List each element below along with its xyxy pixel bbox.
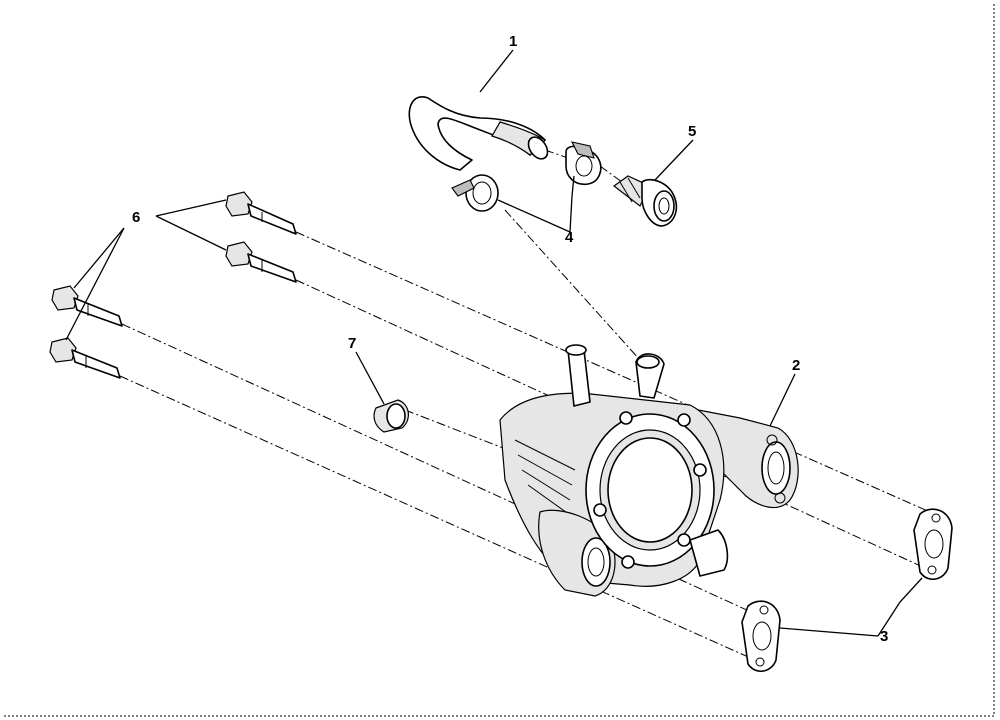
callout-6: 6 bbox=[132, 209, 140, 226]
bolt-upper-left bbox=[51, 285, 123, 327]
gasket-lower bbox=[741, 600, 781, 672]
housing-assembly bbox=[499, 344, 799, 597]
seal-plug bbox=[373, 399, 409, 433]
bolt-upper-right bbox=[225, 191, 297, 235]
callout-5: 5 bbox=[688, 123, 696, 140]
callout-4: 4 bbox=[565, 229, 574, 246]
callout-7: 7 bbox=[348, 335, 356, 352]
leader-lines bbox=[65, 49, 923, 637]
coolant-fitting bbox=[612, 175, 678, 227]
page-frame bbox=[4, 4, 995, 717]
bolt-lower-left bbox=[49, 337, 121, 379]
bolt-middle-right bbox=[225, 241, 297, 283]
gasket-upper bbox=[913, 508, 953, 580]
coolant-hose bbox=[408, 96, 549, 171]
callout-1: 1 bbox=[509, 33, 517, 50]
callout-3: 3 bbox=[880, 628, 888, 645]
hose-clamp-left bbox=[451, 174, 499, 212]
hose-clamp-right bbox=[565, 141, 602, 186]
callout-2: 2 bbox=[792, 357, 800, 374]
